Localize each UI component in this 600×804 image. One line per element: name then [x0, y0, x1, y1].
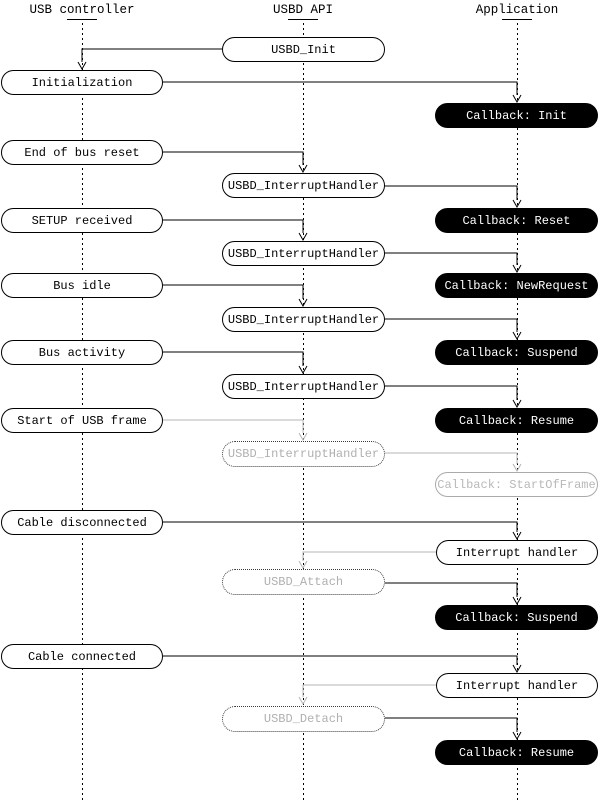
- node-usbd-interrupthandler-4: USBD_InterruptHandler: [222, 374, 385, 399]
- node-setup-received: SETUP received: [1, 208, 163, 233]
- node-callback-suspend-2: Callback: Suspend: [435, 605, 598, 630]
- actor-label-usbd-api: USBD API: [272, 3, 334, 17]
- node-callback-resume-2: Callback: Resume: [435, 740, 598, 765]
- actor-underline: [502, 19, 532, 20]
- lifeline-usbd-api: [303, 23, 304, 802]
- node-usbd-init: USBD_Init: [222, 37, 385, 62]
- node-usbd-detach: USBD_Detach: [222, 706, 385, 732]
- node-interrupt-handler-2: Interrupt handler: [436, 673, 598, 698]
- node-callback-reset: Callback: Reset: [435, 208, 598, 233]
- node-callback-newrequest: Callback: NewRequest: [435, 273, 598, 298]
- node-interrupt-handler-1: Interrupt handler: [436, 540, 598, 565]
- node-cable-connected: Cable connected: [1, 644, 163, 669]
- node-callback-startofframe: Callback: StartOfFrame: [435, 472, 598, 497]
- node-usbd-interrupthandler-5: USBD_InterruptHandler: [222, 441, 385, 467]
- node-bus-idle: Bus idle: [1, 273, 163, 298]
- node-end-of-bus-reset: End of bus reset: [1, 140, 163, 165]
- gray-connectors: [163, 419, 522, 706]
- actor-underline: [67, 19, 97, 20]
- actor-label-application: Application: [475, 3, 559, 17]
- node-initialization: Initialization: [1, 70, 163, 95]
- node-start-of-usb-frame: Start of USB frame: [1, 408, 163, 433]
- black-connectors: [77, 48, 522, 741]
- node-bus-activity: Bus activity: [1, 340, 163, 365]
- node-usbd-attach: USBD_Attach: [222, 569, 385, 595]
- actor-label-usb-controller: USB controller: [29, 3, 135, 17]
- actor-underline: [288, 19, 318, 20]
- node-usbd-interrupthandler-3: USBD_InterruptHandler: [222, 307, 385, 332]
- node-usbd-interrupthandler-1: USBD_InterruptHandler: [222, 173, 385, 198]
- node-cable-disconnected: Cable disconnected: [1, 510, 163, 535]
- node-callback-init: Callback: Init: [435, 103, 598, 128]
- node-callback-resume-1: Callback: Resume: [435, 408, 598, 433]
- node-callback-suspend-1: Callback: Suspend: [435, 340, 598, 365]
- node-usbd-interrupthandler-2: USBD_InterruptHandler: [222, 241, 385, 266]
